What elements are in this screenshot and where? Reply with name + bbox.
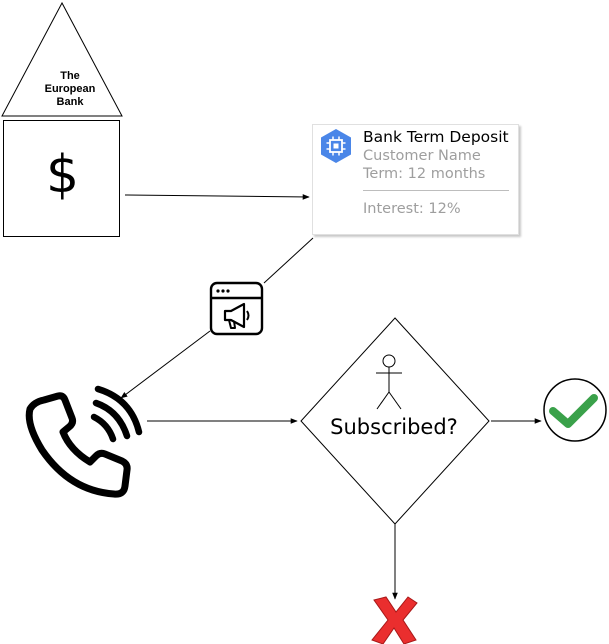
chip-hexagon-icon <box>321 129 351 163</box>
dollar-icon: $ <box>45 145 80 205</box>
deposit-card-term: Term: 12 months <box>363 166 486 182</box>
deposit-card-title: Bank Term Deposit <box>363 128 509 146</box>
deposit-card-divider <box>363 190 509 191</box>
bank-to-deposit-arrow <box>124 194 310 200</box>
bank-title: The European Bank <box>22 70 118 109</box>
decision-diamond <box>300 317 490 525</box>
bank-title-line: The <box>60 70 80 82</box>
check-circle-icon <box>543 378 607 442</box>
bank-title-line: European <box>44 83 96 95</box>
phone-call-icon <box>25 385 143 498</box>
bank-title-line: Bank <box>56 96 84 108</box>
person-icon <box>376 354 402 410</box>
deposit-card-customer: Customer Name <box>363 148 481 164</box>
campaign-to-phone-arrow <box>120 330 211 399</box>
decision-label: Subscribed? <box>330 415 458 439</box>
megaphone-browser-icon <box>209 281 264 336</box>
bank-body: $ <box>3 120 120 237</box>
deposit-to-campaign-line <box>263 237 314 284</box>
red-x-icon <box>371 596 418 644</box>
deposit-card-interest: Interest: 12% <box>363 201 461 217</box>
bank-roof <box>1 1 123 117</box>
